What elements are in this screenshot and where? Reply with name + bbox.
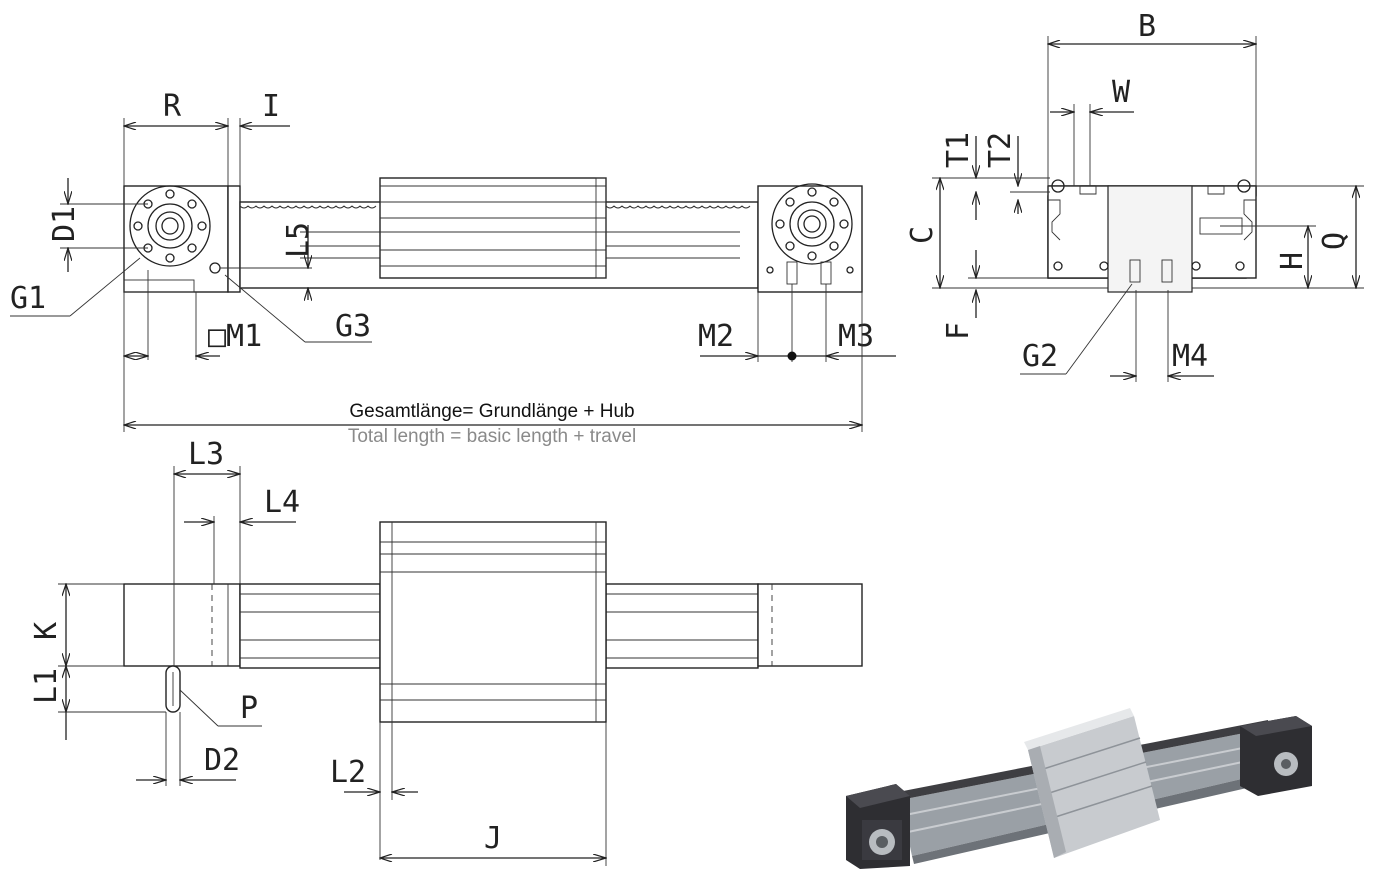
right-flange — [771, 183, 853, 265]
label-B: B — [1138, 9, 1156, 44]
label-P: P — [240, 691, 258, 726]
label-L1: L1 — [29, 668, 64, 704]
product-photo — [846, 708, 1312, 869]
label-W: W — [1112, 75, 1131, 110]
label-T2: T2 — [983, 132, 1018, 168]
label-J: J — [484, 821, 502, 856]
label-L4: L4 — [264, 485, 300, 520]
label-G1: G1 — [10, 281, 46, 316]
label-D2: D2 — [204, 743, 240, 778]
caption-german: Gesamtlänge= Grundlänge + Hub — [349, 401, 634, 422]
label-M4: M4 — [1172, 339, 1208, 374]
caption-english: Total length = basic length + travel — [348, 426, 636, 447]
label-M2: M2 — [698, 319, 734, 354]
end-view: B W T1 T2 C F H Q G2 — [905, 9, 1364, 382]
carriage — [379, 177, 607, 279]
label-R: R — [163, 89, 182, 124]
label-H: H — [1275, 252, 1310, 270]
plan-right-housing — [757, 583, 863, 667]
label-L5: L5 — [281, 222, 316, 258]
label-M3: M3 — [838, 319, 874, 354]
left-flange — [129, 185, 211, 267]
label-M1: □M1 — [208, 319, 262, 354]
label-I: I — [262, 89, 280, 124]
plan-view: L3 L4 K L1 P D2 L2 J — [29, 437, 863, 866]
label-F: F — [941, 322, 976, 340]
plan-left-housing — [123, 583, 241, 667]
label-L3: L3 — [188, 437, 224, 472]
label-G2: G2 — [1022, 339, 1058, 374]
label-L2: L2 — [330, 755, 366, 790]
end-view-carriage-body — [1107, 185, 1193, 293]
label-D1: D1 — [47, 206, 82, 242]
plan-carriage — [379, 521, 607, 723]
front-elevation-view: R I D1 G1 L5 G3 □M1 M2 — [10, 89, 896, 447]
label-K: K — [29, 622, 64, 640]
label-Q: Q — [1317, 232, 1352, 250]
label-C: C — [905, 226, 940, 244]
label-T1: T1 — [941, 132, 976, 168]
label-G3: G3 — [335, 309, 371, 344]
